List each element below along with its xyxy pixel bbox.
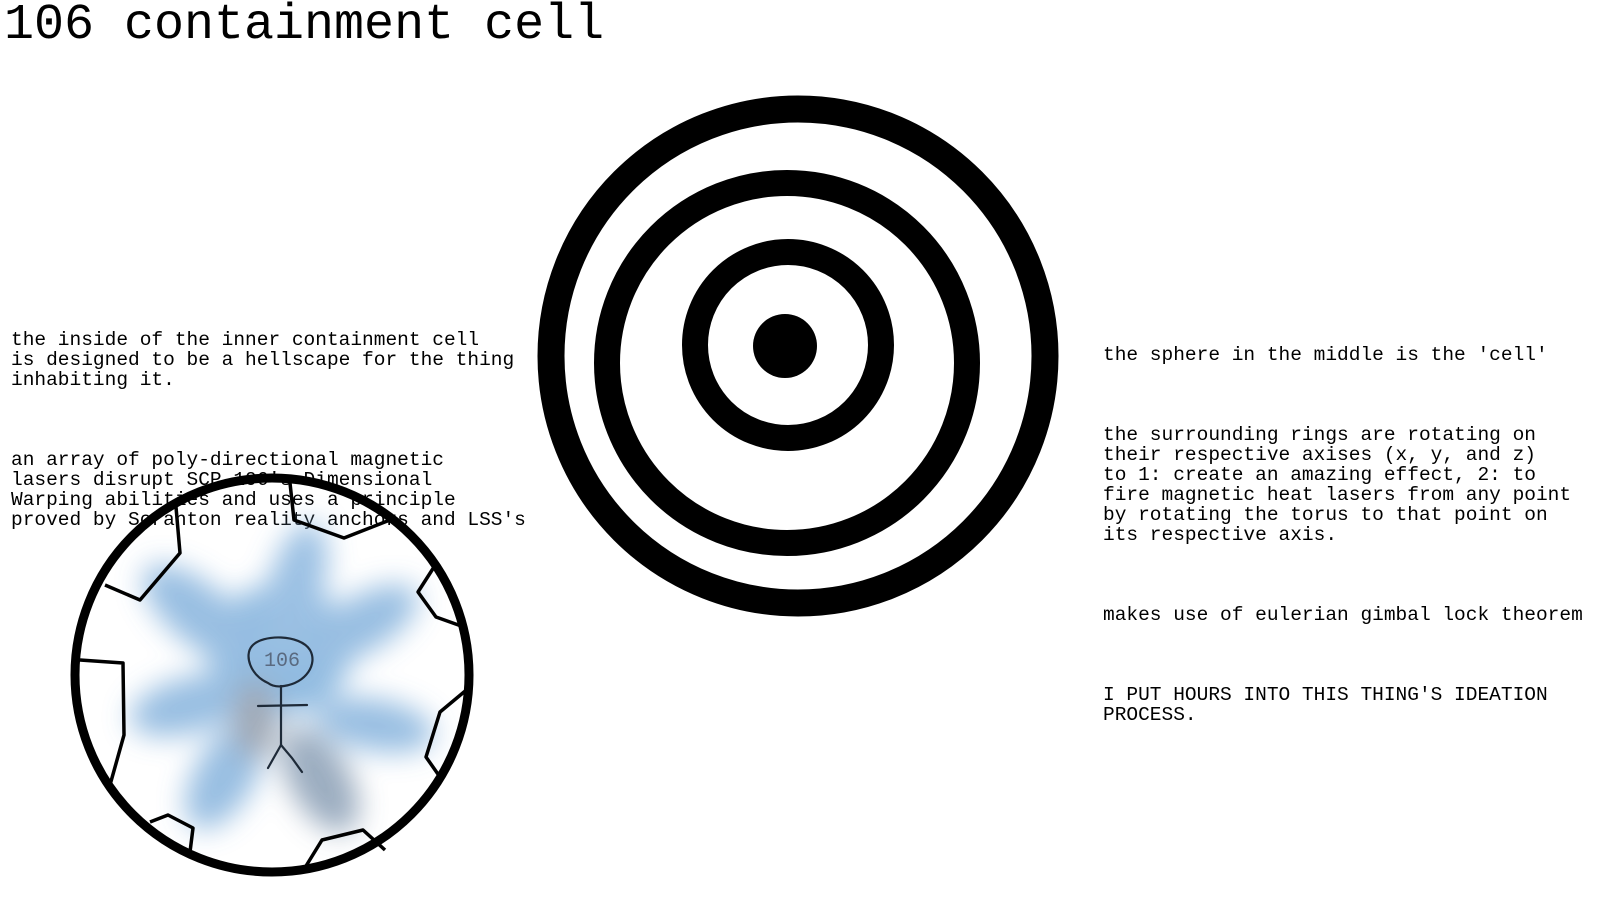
gimbal-lock-paragraph: makes use of eulerian gimbal lock theore… bbox=[1103, 604, 1583, 626]
hours-ideation-paragraph: I PUT HOURS INTO THIS THING'S IDEATION P… bbox=[1103, 684, 1548, 726]
hellscape-paragraph: the inside of the inner containment cell… bbox=[11, 329, 515, 391]
outer-ring bbox=[537, 95, 1059, 617]
rings-description: the sphere in the middle is the 'cell' t… bbox=[1103, 305, 1583, 765]
laser-glow bbox=[129, 521, 435, 833]
figure-head-label: 106 bbox=[264, 650, 300, 673]
sphere-cell-paragraph: the sphere in the middle is the 'cell' bbox=[1103, 344, 1548, 366]
rotating-rings-paragraph: the surrounding rings are rotating on th… bbox=[1103, 424, 1572, 546]
wall-panels bbox=[79, 482, 472, 867]
middle-ring bbox=[594, 170, 980, 556]
inner-ring bbox=[682, 239, 894, 451]
scp-106-figure bbox=[247, 636, 314, 774]
center-sphere-cell bbox=[753, 314, 817, 378]
figure-head bbox=[247, 636, 314, 688]
page-title: 106 containment cell bbox=[4, 0, 605, 54]
cell-boundary bbox=[70, 473, 474, 877]
